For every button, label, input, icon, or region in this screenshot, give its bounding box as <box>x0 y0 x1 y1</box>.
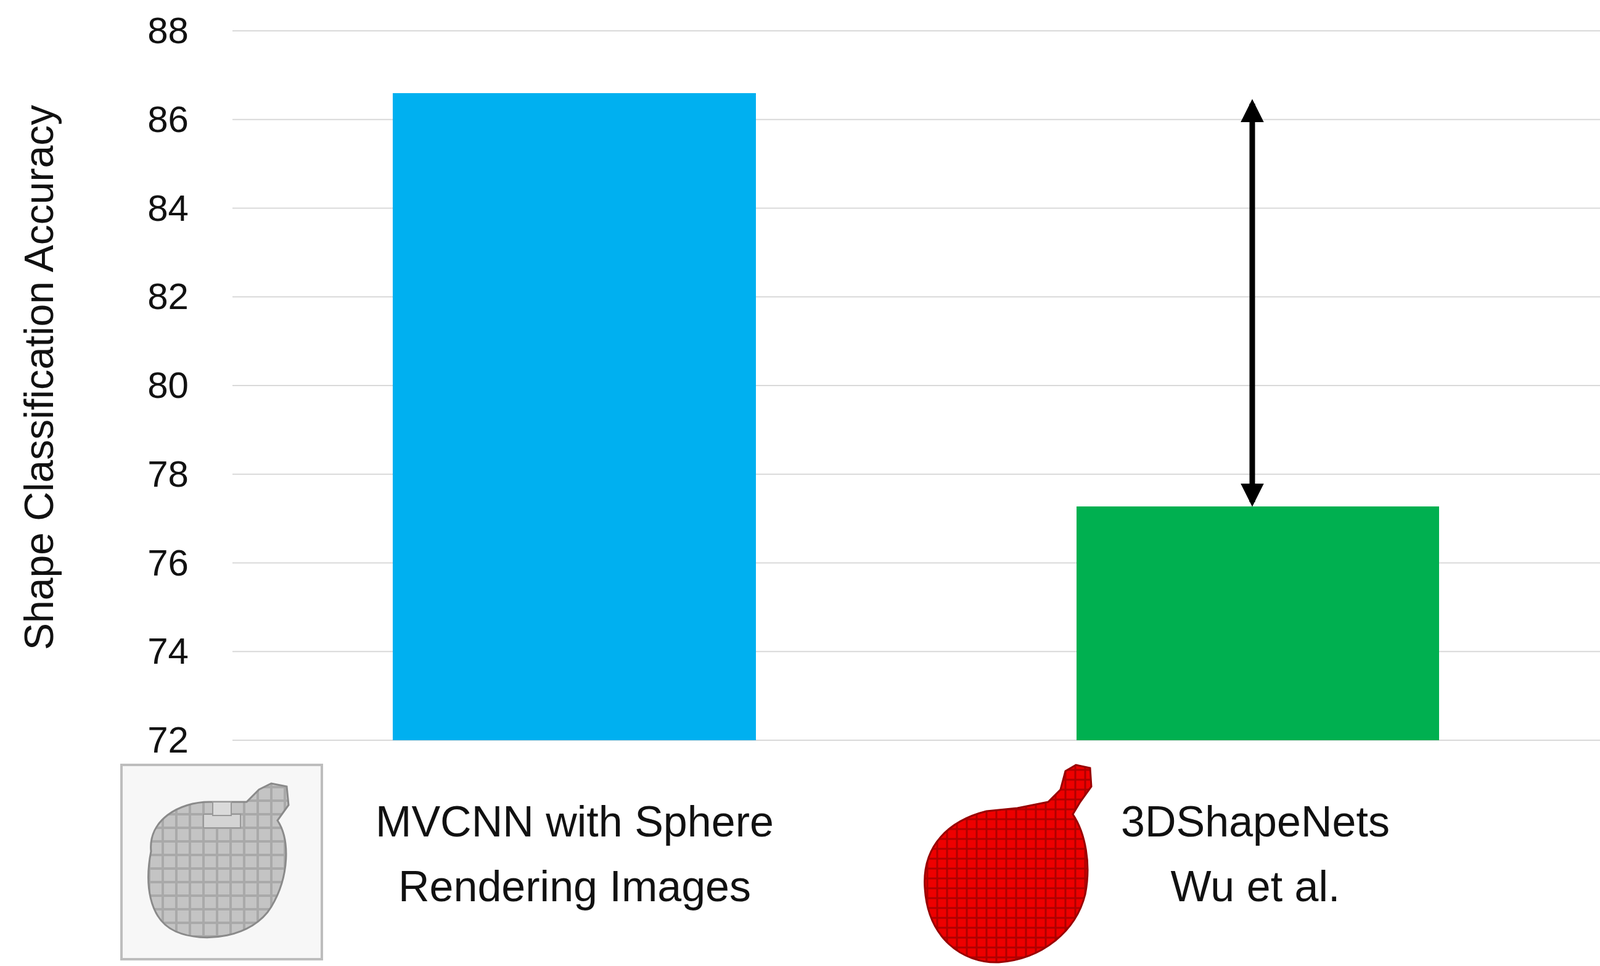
grey-voxel-thumbnail <box>121 764 322 959</box>
tick-label: 74 <box>102 632 189 670</box>
tick-label: 86 <box>102 101 189 139</box>
tick-label: 84 <box>102 189 189 227</box>
bar-3dshapenets <box>1076 506 1440 740</box>
tick-label: 76 <box>102 544 189 582</box>
gridline <box>232 30 1600 32</box>
category-label: 3DShapeNets Wu et al. <box>1110 789 1401 919</box>
red-voxel-shape <box>924 764 1092 962</box>
tick-label: 82 <box>102 278 189 316</box>
difference-arrow <box>1249 103 1256 502</box>
tick-label: 88 <box>102 12 189 50</box>
bar-mvcnn <box>392 93 756 740</box>
category-label: MVCNN with Sphere Rendering Images <box>358 789 791 919</box>
tick-label: 80 <box>102 366 189 404</box>
tick-label: 78 <box>102 455 189 493</box>
gridlines <box>232 30 1600 740</box>
axis-title: Shape Classification Accuracy <box>18 104 60 650</box>
tick-label: 72 <box>102 721 189 759</box>
